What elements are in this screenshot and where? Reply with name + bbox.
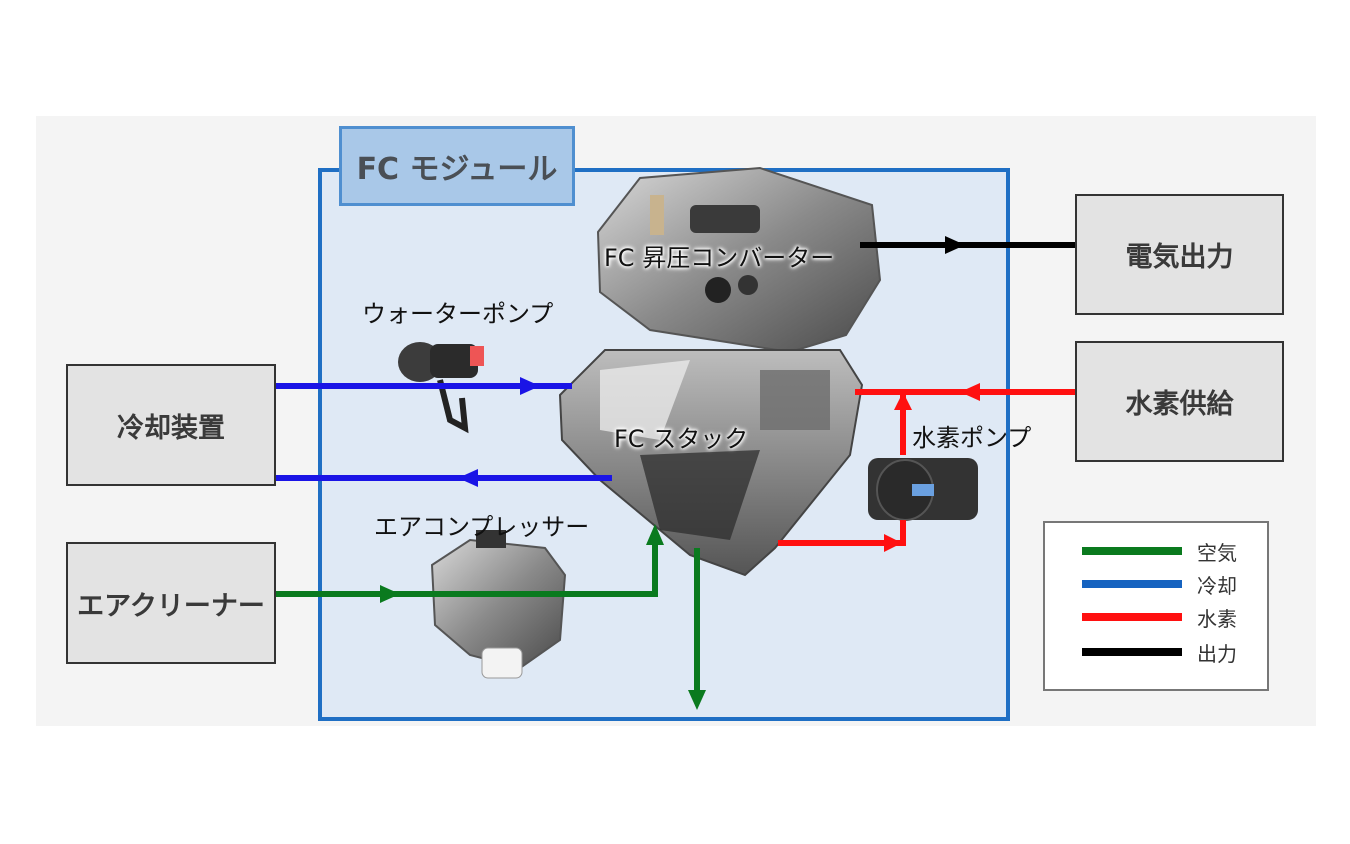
air-compressor-image xyxy=(430,530,567,679)
fc-boost-converter-label: FC 昇圧コンバーター xyxy=(604,244,835,272)
legend-swatch-air xyxy=(1082,547,1182,555)
legend-swatch-cooling xyxy=(1082,580,1182,588)
legend-label-air: 空気 xyxy=(1197,541,1237,565)
air-compressor-label: エアコンプレッサー xyxy=(374,513,590,541)
legend-item-output: 出力 xyxy=(1045,637,1267,667)
fc-stack-label: FC スタック xyxy=(614,425,749,453)
hydrogen-pump-label: 水素ポンプ xyxy=(912,424,1032,452)
legend-label-output: 出力 xyxy=(1197,642,1237,666)
cooling-device-box: 冷却装置 xyxy=(66,364,276,486)
electric-output-box: 電気出力 xyxy=(1075,194,1284,315)
legend-label-cooling: 冷却 xyxy=(1197,574,1237,598)
hydrogen-supply-box: 水素供給 xyxy=(1075,341,1284,462)
legend-swatch-output xyxy=(1082,648,1182,656)
legend-label-hydrogen: 水素 xyxy=(1197,607,1237,631)
legend-item-cooling: 冷却 xyxy=(1045,569,1267,599)
fc-stack-image xyxy=(558,349,864,577)
fc-module-title: FC モジュール xyxy=(339,126,575,206)
water-pump-label: ウォーターポンプ xyxy=(362,300,554,328)
coolant-lines xyxy=(276,377,612,487)
legend-item-air: 空気 xyxy=(1045,536,1267,566)
legend-swatch-hydrogen xyxy=(1082,613,1182,621)
hydrogen-pump-image xyxy=(868,458,978,521)
legend-item-hydrogen: 水素 xyxy=(1045,602,1267,632)
legend: 空気 冷却 水素 出力 xyxy=(1043,521,1269,691)
hydrogen-lines xyxy=(778,383,1075,552)
air-lines xyxy=(276,524,706,710)
air-cleaner-box: エアクリーナー xyxy=(66,542,276,664)
water-pump-image xyxy=(398,342,484,434)
output-line xyxy=(860,236,1075,254)
fc-boost-converter-image xyxy=(596,166,882,354)
